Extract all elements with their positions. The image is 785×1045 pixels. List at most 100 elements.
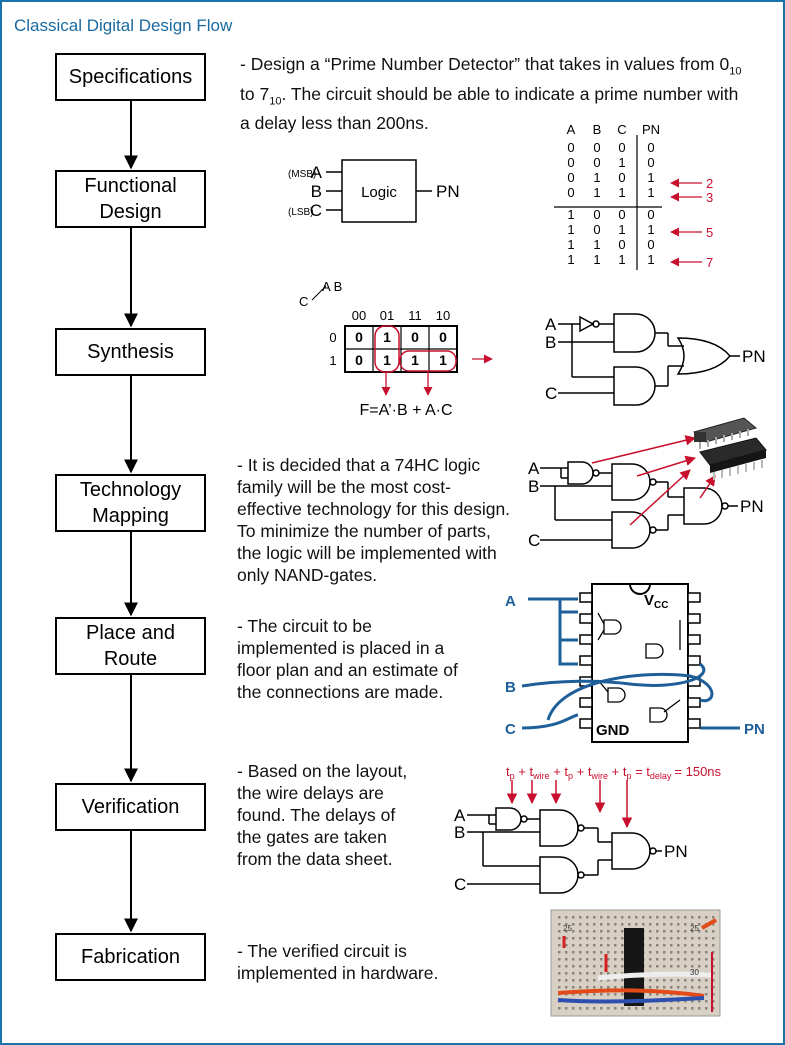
text-line: - Based on the layout, <box>237 761 408 781</box>
and-gate <box>613 366 656 406</box>
step-functional-design: Functional Design <box>55 170 206 228</box>
tt-cell: 1 <box>593 185 600 200</box>
chip-pin <box>687 697 701 708</box>
ic-chip-image <box>692 417 767 480</box>
tt-cell: 1 <box>618 222 625 237</box>
prime-label: 2 <box>706 176 713 191</box>
mapping-arrows <box>591 435 716 526</box>
kmap-cell: 0 <box>355 352 363 368</box>
prime-label: 7 <box>706 255 713 270</box>
or-gate <box>676 337 731 375</box>
chip-pin <box>579 634 593 645</box>
tech-input-c: C <box>528 531 540 550</box>
kmap-cell: 0 <box>439 329 447 345</box>
text-line: only NAND-gates. <box>237 565 378 585</box>
text-line: from the data sheet. <box>237 849 393 869</box>
text-line: - The circuit to be <box>237 616 372 636</box>
chip-pin <box>579 655 593 666</box>
step-label: Verification <box>81 796 180 818</box>
kmap-row-header: 0 <box>329 330 336 345</box>
kmap-col-header: 10 <box>436 308 450 323</box>
nand-circuit <box>540 461 738 549</box>
step-label: Technology Mapping <box>79 479 182 527</box>
route-signal-pn: PN <box>744 721 765 738</box>
spec-line-3: a delay less than 200ns. <box>240 113 429 133</box>
tt-cell: 1 <box>593 170 600 185</box>
chip-pins <box>579 592 701 729</box>
nand-gate <box>567 461 594 485</box>
spec-line-2-prefix: to 7 <box>240 83 270 104</box>
spec-sub-to: 10 <box>269 95 282 107</box>
tt-header: B <box>593 122 602 137</box>
tt-cell: 1 <box>647 252 654 267</box>
gnd-label: GND <box>596 722 630 739</box>
msb-label: (MSB) <box>288 169 316 180</box>
breadboard-photo <box>550 909 721 1017</box>
text-line: - The verified circuit is <box>237 941 407 961</box>
tt-cell: 1 <box>647 185 654 200</box>
nand-gate <box>611 463 651 501</box>
route-signal-b: B <box>505 679 516 696</box>
text-line: the wire delays are <box>237 783 384 803</box>
text-line: effective technology for this design. <box>237 499 511 519</box>
tech-input-a: A <box>528 459 540 478</box>
dip-chip <box>624 928 644 1006</box>
route-signal-a: A <box>505 593 516 610</box>
kmap-row-var: C <box>299 294 308 309</box>
synthesis-circuit <box>558 313 740 406</box>
text-line: To minimize the number of parts, <box>237 521 491 541</box>
step-place-and-route: Place and Route <box>55 617 206 675</box>
tech-mapping-text: - It is decided that a 74HC logic family… <box>237 454 510 586</box>
step-specifications: Specifications <box>55 53 206 101</box>
step-label: Specifications <box>68 66 193 88</box>
chip-pin <box>687 592 701 603</box>
step-label: Synthesis <box>87 341 174 363</box>
chip-pin <box>687 655 701 666</box>
step-label: Fabrication <box>81 946 180 968</box>
tt-cell: 1 <box>618 155 625 170</box>
kmap-cell: 1 <box>383 329 391 345</box>
tt-cell: 1 <box>618 185 625 200</box>
chip-pin <box>579 592 593 603</box>
text-line: - It is decided that a 74HC logic <box>237 455 481 475</box>
tt-cell: 0 <box>647 207 654 222</box>
step-synthesis: Synthesis <box>55 328 206 376</box>
step-label: Place and Route <box>86 622 175 670</box>
tt-cell: 0 <box>567 155 574 170</box>
logic-output-pn: PN <box>436 182 460 201</box>
kmap-row-header: 1 <box>329 353 336 368</box>
kmap-cell: 1 <box>439 352 447 368</box>
verification-circuit <box>467 807 662 894</box>
nand-gate <box>611 511 651 549</box>
tt-cell: 1 <box>593 252 600 267</box>
text-line: the logic will be implemented with <box>237 543 497 563</box>
tt-cell: 0 <box>593 222 600 237</box>
kmap-group <box>374 325 400 373</box>
text-line: the connections are made. <box>237 682 444 702</box>
tt-cell: 1 <box>647 222 654 237</box>
tt-cell: 0 <box>567 170 574 185</box>
kmap-cell: 0 <box>411 329 419 345</box>
kmap-group <box>399 350 457 372</box>
board-number: 30 <box>690 968 699 977</box>
chip-pin <box>579 718 593 729</box>
kmap-col-vars: A B <box>322 279 342 294</box>
kmap-col-header: 00 <box>352 308 366 323</box>
tt-header: C <box>617 122 626 137</box>
tt-cell: 0 <box>593 207 600 222</box>
text-line: implemented is placed in a <box>237 638 445 658</box>
specification-text: - Design a “Prime Number Detector” that … <box>240 53 741 134</box>
lsb-label: (LSB) <box>288 207 314 218</box>
tech-output-pn: PN <box>740 497 764 516</box>
and-gate <box>613 313 656 353</box>
tt-cell: 0 <box>647 155 654 170</box>
tt-cell: 0 <box>567 185 574 200</box>
vcc-label: VCC <box>644 592 668 611</box>
chip-layout <box>579 583 701 743</box>
verif-output-pn: PN <box>664 842 688 861</box>
tt-cell: 0 <box>647 237 654 252</box>
